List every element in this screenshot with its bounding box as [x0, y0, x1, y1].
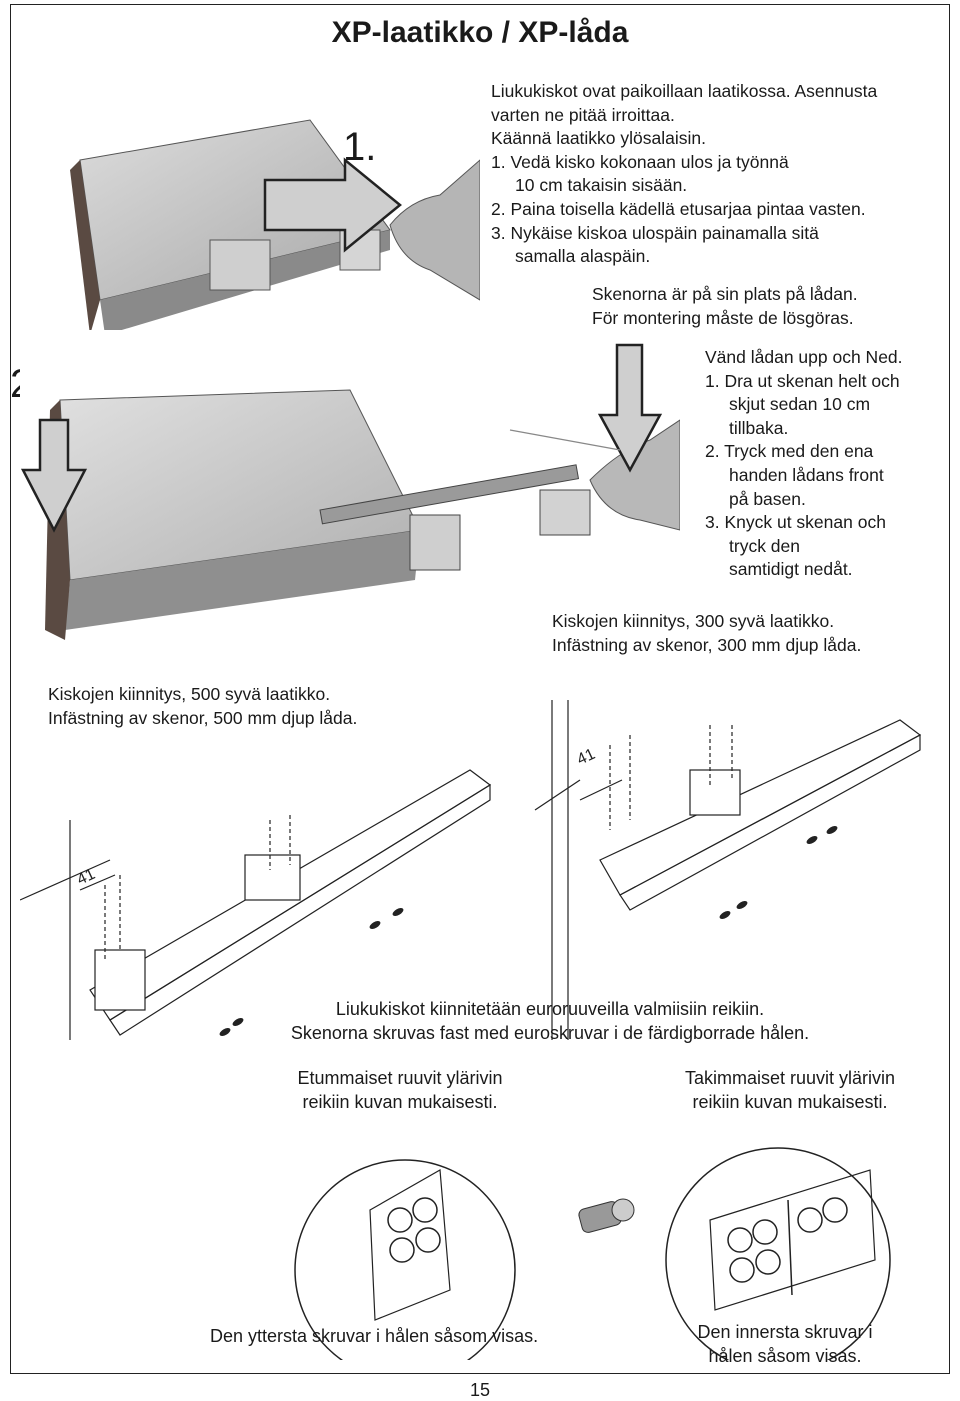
caption-line: Liukukiskot kiinnitetään euroruuveilla v…: [335, 999, 765, 1019]
instruction-line: Liukukiskot ovat paikoillaan laatikossa.…: [491, 81, 878, 101]
instruction-line: För montering måste de lösgöras.: [592, 307, 854, 328]
photo-step-2-3: [20, 330, 680, 650]
instruction-line: 2. Paina toisella kädellä etusarjaa pint…: [491, 198, 866, 219]
caption-line: Etummaiset ruuvit ylärivin: [297, 1068, 503, 1088]
front-screws-caption: Etummaiset ruuvit ylärivin reikiin kuvan…: [250, 1066, 550, 1114]
instruction-line: 2. Tryck med den ena: [705, 441, 874, 462]
rear-screws-caption: Takimmaiset ruuvit ylärivin reikiin kuva…: [640, 1066, 940, 1114]
instruction-line: samtidigt nedåt.: [729, 559, 853, 580]
outer-screws-caption: Den yttersta skruvar i hålen såsom visas…: [210, 1326, 539, 1346]
instruction-line: tryck den: [729, 535, 800, 556]
instruction-line: Skenorna är på sin plats på lådan.: [592, 284, 858, 304]
caption-line: Den innersta skruvar i: [697, 1322, 873, 1342]
rear-detail-circle: [665, 1147, 891, 1360]
page-number: 15: [469, 1380, 491, 1400]
page-title: XP-laatikko / XP-låda: [331, 16, 629, 49]
caption-line: Kiskojen kiinnitys, 300 syvä laatikko.: [552, 611, 835, 631]
caption-500: Kiskojen kiinnitys, 500 syvä laatikko. I…: [48, 683, 448, 730]
instruction-line: 10 cm takaisin sisään.: [515, 175, 688, 196]
photo-step-1: [60, 100, 480, 340]
caption-line: reikiin kuvan mukaisesti.: [692, 1092, 888, 1112]
front-detail-circle: [294, 1159, 516, 1360]
caption-line: Infästning av skenor, 500 mm djup låda.: [48, 707, 358, 728]
instruction-line: skjut sedan 10 cm: [729, 394, 871, 415]
instruction-line: 1. Dra ut skenan helt och: [705, 370, 900, 391]
caption-300: Kiskojen kiinnitys, 300 syvä laatikko. I…: [552, 610, 952, 657]
euro-screw-icon: [578, 1198, 635, 1233]
detail-illustrations: [294, 1147, 891, 1360]
instruction-line: Vänd lådan upp och Ned.: [705, 347, 903, 367]
caption-line: hålen såsom visas.: [708, 1346, 862, 1366]
dimension-300: 41: [575, 746, 598, 769]
instruction-line: handen lådans front: [729, 464, 884, 485]
rail-diagrams: 41 41: [20, 700, 922, 1040]
instructions-sv-intro: Skenorna är på sin plats på lådan. För m…: [592, 283, 952, 330]
instruction-line: 3. Nykäise kiskoa ulospäin painamalla si…: [491, 222, 819, 243]
caption-line: reikiin kuvan mukaisesti.: [302, 1092, 498, 1112]
instruction-line: på basen.: [729, 488, 806, 509]
caption-line: Skenorna skruvas fast med euroskruvar i …: [290, 1023, 810, 1043]
instruction-line: samalla alaspäin.: [515, 246, 651, 267]
instruction-line: 1. Vedä kisko kokonaan ulos ja työnnä: [491, 151, 789, 172]
instruction-line: tillbaka.: [729, 417, 789, 438]
step-1-label: 1.: [343, 125, 377, 169]
caption-line: Infästning av skenor, 300 mm djup låda.: [552, 634, 862, 655]
instruction-line: Käännä laatikko ylösalaisin.: [491, 128, 706, 149]
caption-line: Takimmaiset ruuvit ylärivin: [684, 1068, 896, 1088]
page-frame: [10, 4, 950, 1374]
caption-line: Kiskojen kiinnitys, 500 syvä laatikko.: [48, 684, 331, 704]
screw-caption: Liukukiskot kiinnitetään euroruuveilla v…: [200, 997, 900, 1045]
inner-screws-caption: Den innersta skruvar i hålen såsom visas…: [670, 1320, 900, 1368]
instructions-sv: Vänd lådan upp och Ned. 1. Dra ut skenan…: [705, 346, 955, 582]
instruction-line: 3. Knyck ut skenan och: [705, 512, 886, 533]
dimension-500: 41: [75, 866, 98, 889]
instructions-fi: Liukukiskot ovat paikoillaan laatikossa.…: [491, 80, 951, 269]
instruction-line: varten ne pitää irroittaa.: [491, 104, 675, 125]
